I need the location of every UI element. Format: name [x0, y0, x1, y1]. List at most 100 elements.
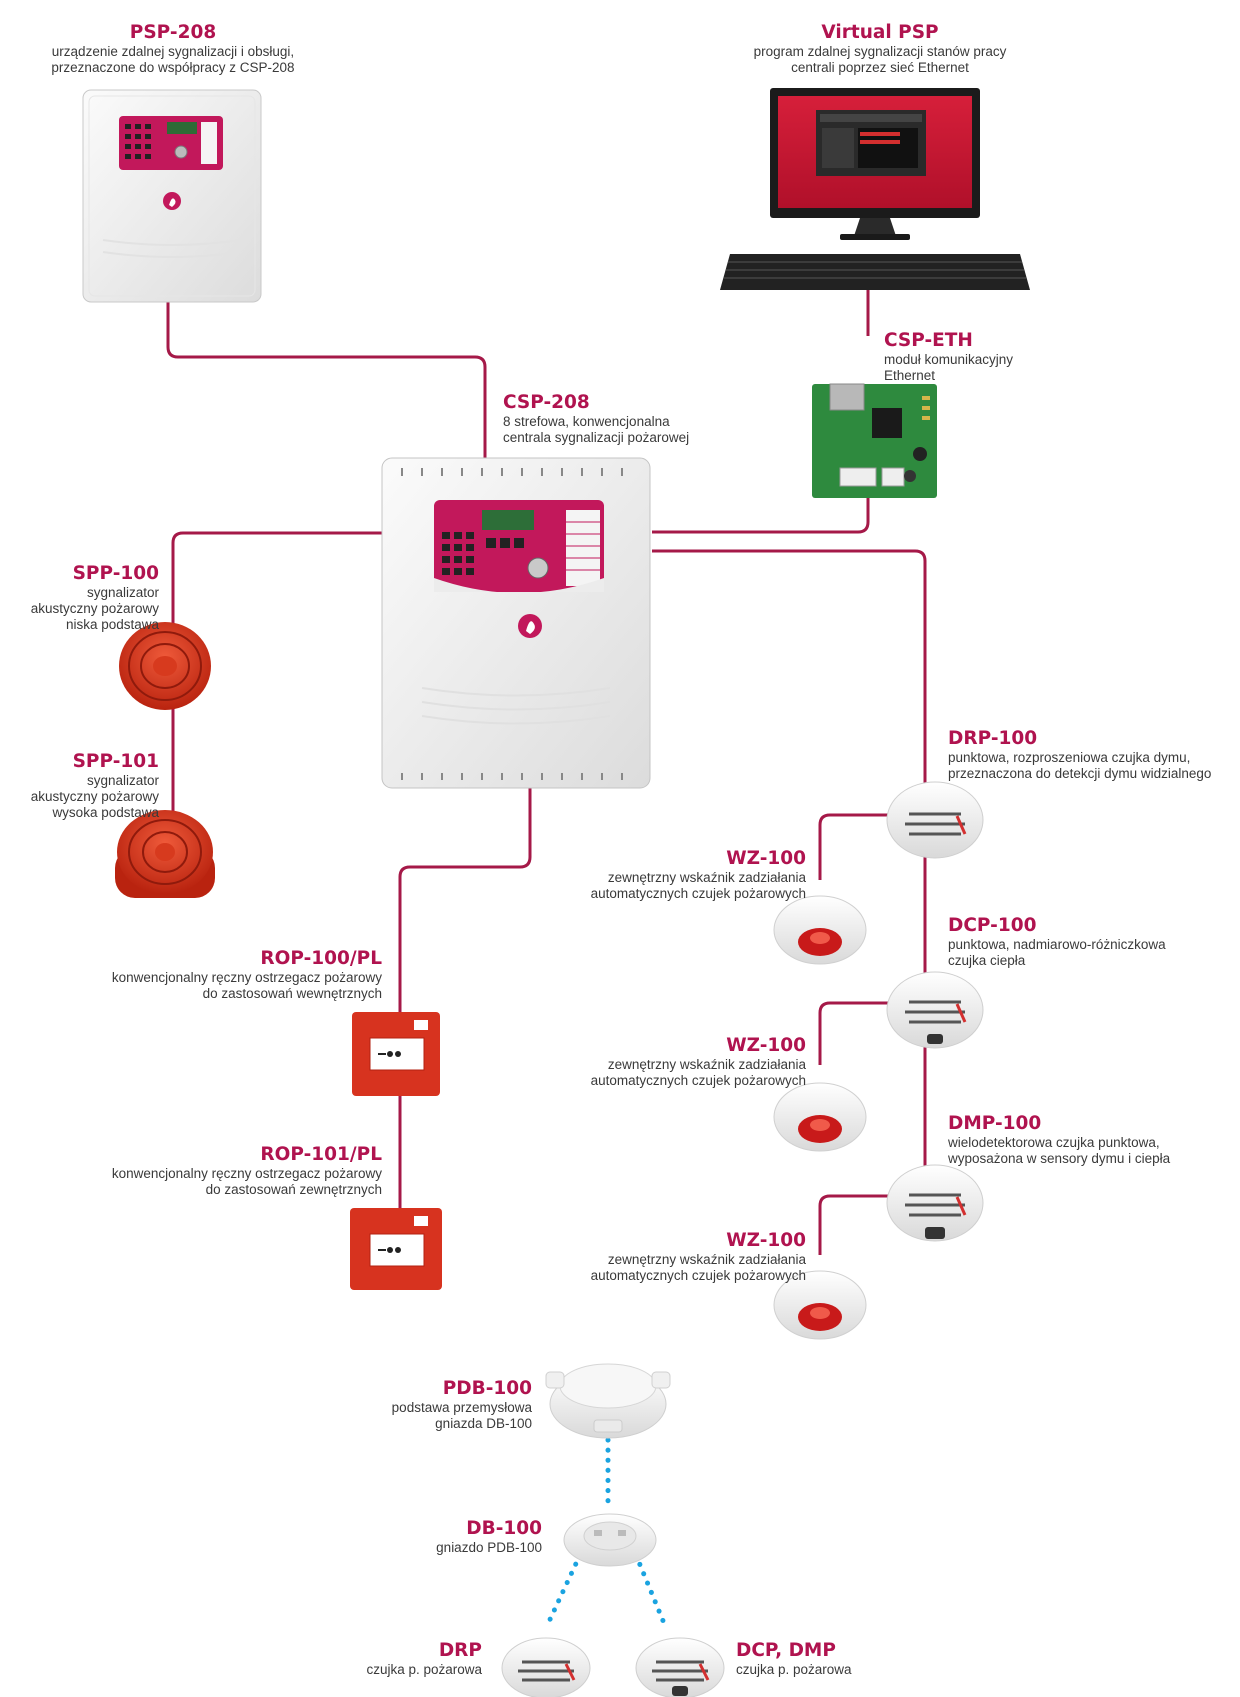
wire-cspeth-csp: [652, 497, 870, 534]
wire-wz1: [818, 813, 890, 880]
title-csp208: CSP-208: [503, 392, 590, 413]
desc-wz2-2: automatycznych czujek pożarowych: [590, 1073, 806, 1088]
label-drp: DRP czujka p. pożarowa: [340, 1640, 482, 1678]
title-wz1: WZ-100: [726, 848, 806, 869]
desc-dmp100-1: wielodetektorowa czujka punktowa,: [948, 1135, 1160, 1150]
desc-virtual-2: centrali poprzez sieć Ethernet: [791, 60, 969, 75]
desc-dcp100-2: czujka ciepła: [948, 953, 1026, 968]
virtual-psp-device: [720, 88, 1030, 290]
title-virtual-psp: Virtual PSP: [821, 22, 939, 43]
label-wz1: WZ-100 zewnętrzny wskaźnik zadziałania a…: [560, 848, 806, 902]
csp-eth-device: [812, 383, 937, 498]
wire-csp-rop: [398, 772, 532, 1210]
desc-wz2-1: zewnętrzny wskaźnik zadziałania: [607, 1057, 806, 1072]
desc-wz3-2: automatycznych czujek pożarowych: [590, 1268, 806, 1283]
wire-csp-detectors: [652, 549, 927, 1185]
dcpdmp-device: [635, 1637, 725, 1697]
rop100-device: [352, 1012, 440, 1096]
drp100-device: [886, 781, 984, 859]
title-dmp100: DMP-100: [948, 1113, 1042, 1134]
title-pdb100: PDB-100: [442, 1378, 532, 1399]
csp208-device: [381, 457, 651, 789]
label-wz3: WZ-100 zewnętrzny wskaźnik zadziałania a…: [560, 1230, 806, 1284]
title-dcp100: DCP-100: [948, 915, 1037, 936]
desc-dmp100-2: wyposażona w sensory dymu i ciepła: [948, 1151, 1171, 1166]
title-dcpdmp: DCP, DMP: [736, 1640, 836, 1661]
wz3-device: [773, 1270, 867, 1340]
desc-csp208-1: 8 strefowa, konwencjonalna: [503, 414, 670, 429]
desc-drp-1: czujka p. pożarowa: [366, 1662, 482, 1677]
label-rop101: ROP-101/PL konwencjonalny ręczny ostrzeg…: [80, 1144, 382, 1198]
label-csp208: CSP-208 8 strefowa, konwencjonalna centr…: [503, 392, 763, 446]
title-psp208: PSP-208: [129, 22, 217, 43]
desc-dcpdmp-1: czujka p. pożarowa: [736, 1662, 852, 1677]
desc-psp208-2: przeznaczone do współpracy z CSP-208: [51, 60, 295, 75]
label-wz2: WZ-100 zewnętrzny wskaźnik zadziałania a…: [560, 1035, 806, 1089]
psp208-device: [82, 89, 262, 303]
desc-csp208-2: centrala sygnalizacji pożarowej: [503, 430, 690, 445]
title-rop100: ROP-100/PL: [260, 948, 382, 969]
dcp100-device: [886, 971, 984, 1049]
title-spp101: SPP-101: [72, 751, 159, 772]
desc-spp101-2: akustyczny pożarowy: [30, 789, 159, 804]
title-drp: DRP: [438, 1640, 482, 1661]
title-wz2: WZ-100: [726, 1035, 806, 1056]
title-rop101: ROP-101/PL: [260, 1144, 382, 1165]
dmp100-device: [886, 1164, 984, 1242]
desc-db100-1: gniazdo PDB-100: [436, 1540, 542, 1555]
desc-rop100-2: do zastosowań wewnętrznych: [202, 986, 382, 1001]
label-spp100: SPP-100 sygnalizator akustyczny pożarowy…: [20, 563, 159, 633]
desc-wz1-2: automatycznych czujek pożarowych: [590, 886, 806, 901]
rop101-device: [350, 1208, 442, 1290]
db100-device: [563, 1513, 657, 1567]
desc-cspeth-2: Ethernet: [884, 368, 936, 383]
desc-spp100-3: niska podstawa: [65, 617, 159, 632]
wire-wz2: [818, 1001, 890, 1065]
spp100-device: [119, 622, 211, 710]
desc-drp100-2: przeznaczona do detekcji dymu widzialneg…: [948, 766, 1212, 781]
wz1-device: [773, 895, 867, 965]
desc-drp100-1: punktowa, rozproszeniowa czujka dymu,: [948, 750, 1191, 765]
label-dmp100: DMP-100 wielodetektorowa czujka punktowa…: [948, 1113, 1218, 1167]
title-db100: DB-100: [466, 1518, 542, 1539]
label-psp208: PSP-208 urządzenie zdalnej sygnalizacji …: [28, 22, 318, 76]
drp-device: [501, 1637, 591, 1697]
desc-spp101-1: sygnalizator: [86, 773, 159, 788]
wire-wz3: [818, 1194, 890, 1255]
desc-rop101-2: do zastosowań zewnętrznych: [205, 1182, 382, 1197]
wz2-device: [773, 1082, 867, 1152]
desc-spp100-2: akustyczny pożarowy: [30, 601, 159, 616]
label-csp-eth: CSP-ETH moduł komunikacyjny Ethernet: [884, 330, 1084, 384]
wire-psp208-csp: [166, 300, 487, 458]
title-csp-eth: CSP-ETH: [884, 330, 973, 351]
title-spp100: SPP-100: [72, 563, 159, 584]
desc-spp101-3: wysoka podstawa: [52, 805, 159, 820]
desc-spp100-1: sygnalizator: [86, 585, 159, 600]
label-spp101: SPP-101 sygnalizator akustyczny pożarowy…: [20, 751, 159, 821]
wires: [166, 290, 927, 1255]
desc-psp208-1: urządzenie zdalnej sygnalizacji i obsług…: [51, 44, 295, 59]
label-dcp100: DCP-100 punktowa, nadmiarowo-różniczkowa…: [948, 915, 1218, 969]
desc-virtual-1: program zdalnej sygnalizacji stanów prac…: [753, 44, 1007, 59]
wire-csp-spp: [171, 531, 382, 890]
label-db100: DB-100 gniazdo PDB-100: [400, 1518, 542, 1556]
desc-dcp100-1: punktowa, nadmiarowo-różniczkowa: [948, 937, 1166, 952]
desc-rop100-1: konwencjonalny ręczny ostrzegacz pożarow…: [111, 970, 382, 985]
label-dcpdmp: DCP, DMP czujka p. pożarowa: [736, 1640, 916, 1678]
pdb100-device: [545, 1363, 671, 1439]
desc-rop101-1: konwencjonalny ręczny ostrzegacz pożarow…: [111, 1166, 382, 1181]
label-rop100: ROP-100/PL konwencjonalny ręczny ostrzeg…: [80, 948, 382, 1002]
label-drp100: DRP-100 punktowa, rozproszeniowa czujka …: [948, 728, 1228, 782]
desc-pdb100-2: gniazda DB-100: [435, 1416, 532, 1431]
label-pdb100: PDB-100 podstawa przemysłowa gniazda DB-…: [360, 1378, 532, 1432]
dotted-links: [543, 1437, 669, 1631]
desc-cspeth-1: moduł komunikacyjny: [884, 352, 1014, 367]
desc-wz1-1: zewnętrzny wskaźnik zadziałania: [607, 870, 806, 885]
title-wz3: WZ-100: [726, 1230, 806, 1251]
label-virtual-psp: Virtual PSP program zdalnej sygnalizacji…: [720, 22, 1040, 76]
desc-wz3-1: zewnętrzny wskaźnik zadziałania: [607, 1252, 806, 1267]
spp101-device: [115, 810, 215, 898]
desc-pdb100-1: podstawa przemysłowa: [391, 1400, 532, 1415]
